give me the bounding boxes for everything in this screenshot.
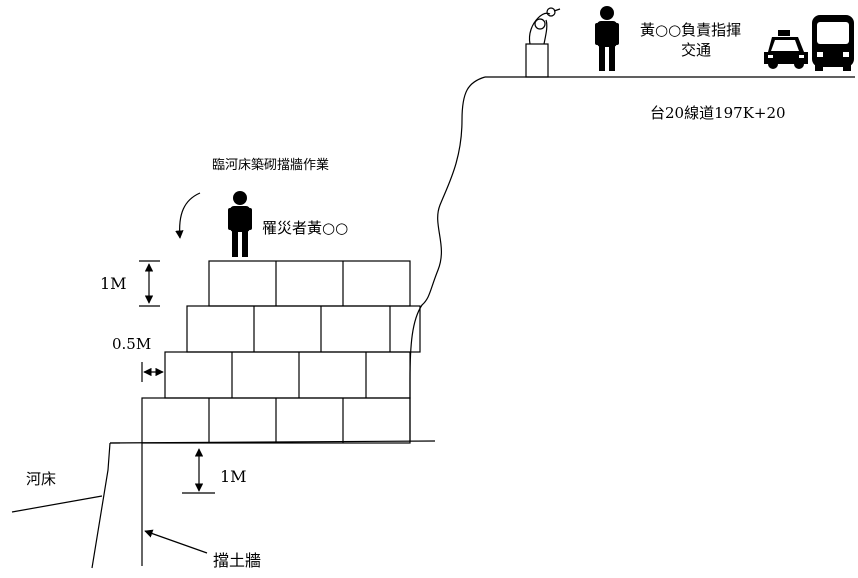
dim-embed-depth-label: 1M <box>220 467 247 486</box>
victim-label: 罹災者黃○○ <box>262 219 348 237</box>
riverbed-label: 河床 <box>26 470 56 488</box>
dim-block-height-label: 1M <box>100 274 127 293</box>
traffic-controller-label-line1: 黃○○負責指揮 <box>640 21 741 39</box>
dim-step-offset-label: 0.5M <box>112 335 151 353</box>
dim-step-offset: 0.5M <box>112 335 164 382</box>
work-note-label: 臨河床築砌擋牆作業 <box>212 157 329 173</box>
road-location-label: 台20線道197K+20 <box>650 104 786 122</box>
person-icon <box>228 191 252 257</box>
stone-blocks <box>141 260 421 444</box>
work-direction-arrow <box>175 192 201 239</box>
retaining-wall-arrow <box>144 529 208 554</box>
retaining-wall-label: 擋土牆 <box>213 551 261 570</box>
bus-icon <box>812 15 854 71</box>
flagger-statue-icon <box>525 7 561 78</box>
slope-face <box>409 76 486 442</box>
dim-embed-depth: 1M <box>182 448 247 494</box>
person-icon <box>595 6 619 71</box>
taxi-icon <box>764 30 808 69</box>
traffic-controller-label-line2: 交通 <box>681 41 711 59</box>
riverbed-lines <box>11 442 120 569</box>
dim-block-height: 1M <box>100 260 160 307</box>
